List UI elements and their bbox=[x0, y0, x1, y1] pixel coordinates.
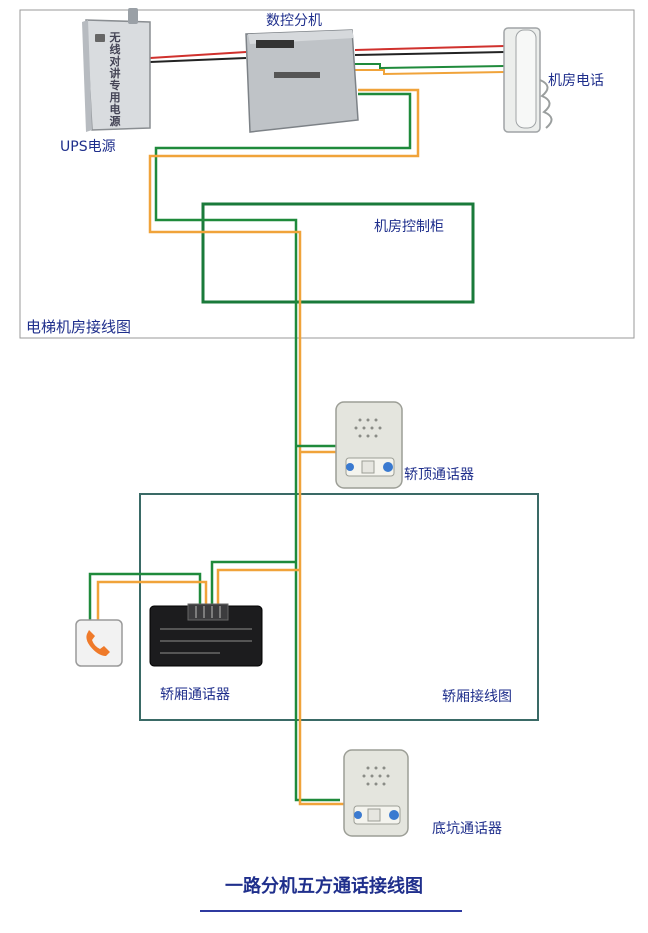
control-cabinet-box bbox=[201, 202, 475, 304]
machine-room-phone-label: 机房电话 bbox=[548, 73, 604, 89]
pit-intercom-device bbox=[343, 749, 409, 837]
controller-label: 数控分机 bbox=[266, 13, 322, 29]
control-cabinet-label: 机房控制柜 bbox=[374, 219, 444, 235]
phone-wires bbox=[354, 45, 506, 76]
trunk-wires bbox=[88, 88, 420, 806]
pit-intercom-label: 底坑通话器 bbox=[432, 821, 502, 837]
car-intercom-label: 轿厢通话器 bbox=[160, 687, 230, 703]
machine-room-frame bbox=[19, 9, 635, 339]
controller-device bbox=[245, 29, 359, 133]
car-top-intercom-device bbox=[335, 401, 403, 489]
car-intercom-device bbox=[149, 603, 263, 667]
title-underline bbox=[200, 910, 462, 912]
ups-label: UPS电源 bbox=[60, 139, 116, 155]
car-wiring-label: 轿厢接线图 bbox=[442, 689, 512, 705]
car-wiring-frame bbox=[139, 493, 539, 721]
ups-panel-text: 无线对讲专用电源 bbox=[109, 31, 121, 128]
ups-power-wires bbox=[149, 51, 247, 63]
car-top-intercom-label: 轿顶通话器 bbox=[404, 467, 474, 483]
ups-device bbox=[82, 8, 151, 132]
machine-room-wiring-label: 电梯机房接线图 bbox=[26, 318, 132, 336]
diagram-title: 一路分机五方通话接线图 bbox=[225, 876, 423, 897]
phone-handset-icon bbox=[75, 619, 123, 667]
machine-room-phone-device bbox=[503, 27, 553, 133]
